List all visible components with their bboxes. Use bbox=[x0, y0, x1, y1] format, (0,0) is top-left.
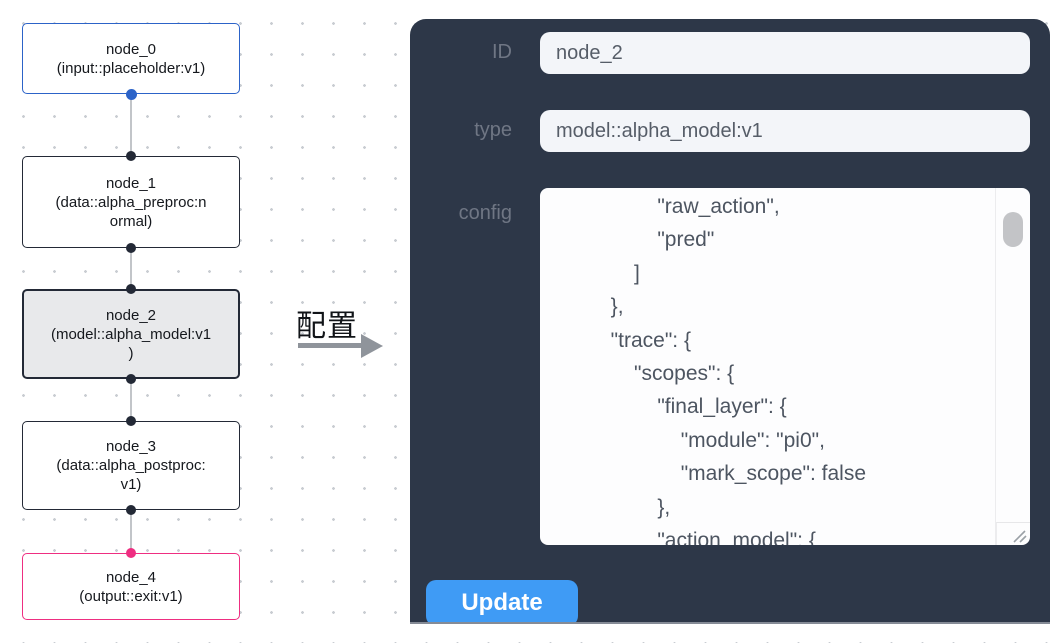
id-input[interactable] bbox=[540, 32, 1030, 74]
resize-grip-icon[interactable] bbox=[1010, 529, 1028, 543]
graph-node-node_0[interactable]: node_0 (input::placeholder:v1) bbox=[22, 23, 240, 94]
edge-node2-node3 bbox=[130, 379, 132, 421]
configure-label: 配置 bbox=[296, 310, 358, 343]
node-subtitle: ormal) bbox=[109, 212, 153, 230]
node-title: node_3 bbox=[105, 438, 157, 455]
config-json-text[interactable]: "raw_action", "pred" ] }, "trace": { "sc… bbox=[610, 195, 867, 545]
config-scrollbar-corner bbox=[996, 522, 1030, 545]
node-subtitle: (model::alpha_model:v1 bbox=[50, 325, 212, 343]
panel-bottom-edge bbox=[410, 622, 1050, 624]
edge-node3-node4 bbox=[130, 510, 132, 553]
graph-node-node_2-selected[interactable]: node_2 (model::alpha_model:v1 ) bbox=[22, 289, 240, 379]
port-node4-in[interactable] bbox=[126, 548, 136, 558]
node-title: node_2 bbox=[105, 306, 157, 324]
arrow-right-icon bbox=[298, 343, 361, 348]
port-node0-out[interactable] bbox=[125, 89, 137, 100]
config-scrollbar-thumb[interactable] bbox=[1003, 212, 1023, 247]
node-subtitle: v1) bbox=[120, 476, 142, 493]
node-title: node_0 bbox=[105, 40, 157, 58]
node-subtitle: (output::exit:v1) bbox=[79, 587, 183, 605]
node-subtitle: (data::alpha_postproc: bbox=[56, 457, 206, 474]
port-node2-in[interactable] bbox=[126, 284, 136, 294]
node-title: node_1 bbox=[105, 174, 157, 192]
id-field-label: ID bbox=[492, 41, 512, 63]
edge-node1-node2 bbox=[130, 248, 132, 289]
graph-node-node_1[interactable]: node_1 (data::alpha_preproc:n ormal) bbox=[22, 156, 240, 248]
arrow-right-head-icon bbox=[361, 333, 383, 358]
config-field-label: config bbox=[458, 202, 512, 224]
port-node2-out[interactable] bbox=[126, 374, 136, 384]
node-subtitle: ) bbox=[128, 344, 134, 362]
port-node1-out[interactable] bbox=[126, 243, 136, 253]
port-node3-in[interactable] bbox=[126, 416, 136, 426]
update-button[interactable]: Update bbox=[426, 580, 578, 622]
graph-node-node_4[interactable]: node_4 (output::exit:v1) bbox=[22, 553, 240, 620]
port-node3-out[interactable] bbox=[126, 505, 136, 515]
node-config-panel: ID type config "raw_action", "pred" ] },… bbox=[410, 19, 1050, 622]
node-subtitle: (input::placeholder:v1) bbox=[56, 59, 206, 77]
edge-node0-node1 bbox=[130, 94, 132, 156]
type-input[interactable] bbox=[540, 110, 1030, 152]
config-scrollbar-track[interactable] bbox=[995, 188, 1030, 545]
node-title: node_4 bbox=[105, 568, 157, 586]
node-subtitle: (data::alpha_preproc:n bbox=[55, 193, 207, 211]
port-node1-in[interactable] bbox=[126, 151, 136, 161]
config-textarea[interactable]: "raw_action", "pred" ] }, "trace": { "sc… bbox=[540, 188, 1030, 545]
type-field-label: type bbox=[474, 119, 512, 141]
graph-node-node_3[interactable]: node_3 (data::alpha_postproc: v1) bbox=[22, 421, 240, 510]
